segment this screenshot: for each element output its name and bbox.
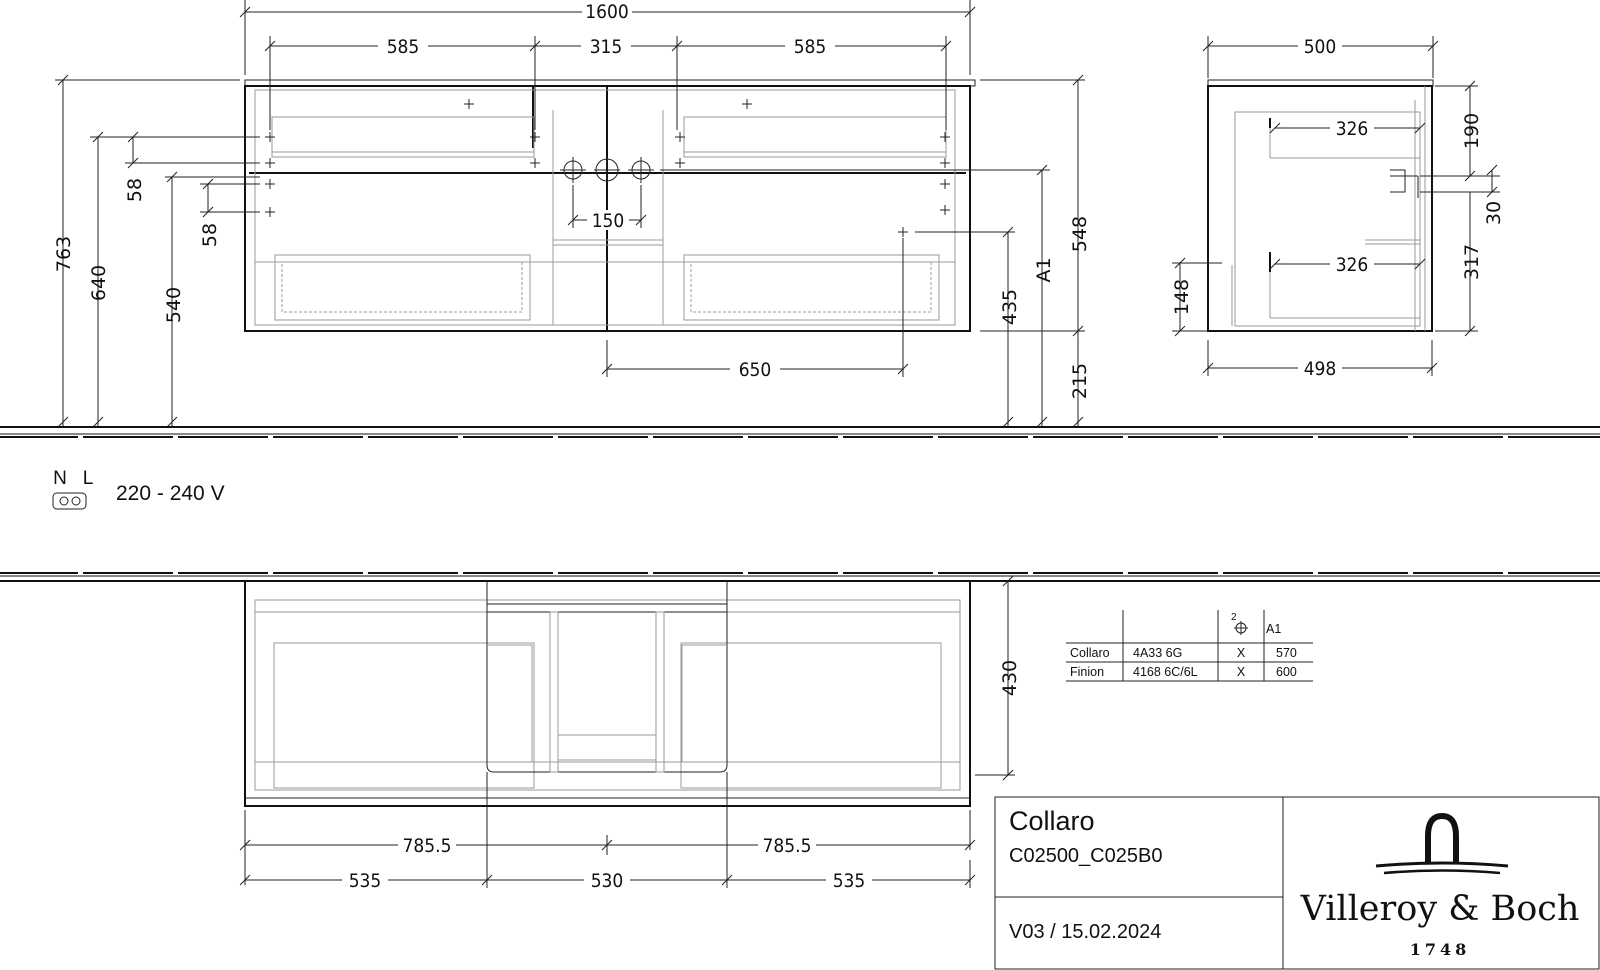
dim-left-drawer: 585 — [387, 36, 420, 58]
dim-total-width: 1600 — [585, 1, 629, 23]
live-label: L — [83, 468, 94, 489]
dim-drawer-depth-upper: 326 — [1336, 118, 1369, 140]
neutral-label: N — [53, 468, 67, 489]
side-dimension-labels: 500 498 326 326 190 30 317 148 — [1171, 36, 1505, 380]
plan-view — [244, 580, 971, 807]
dim-gap-lower: 58 — [199, 223, 221, 247]
dim-half-right: 785.5 — [763, 835, 812, 857]
table-row: Collaro 4A33 6G X 570 — [1070, 646, 1297, 660]
dim-center: 315 — [590, 36, 623, 58]
dim-height-435: 435 — [999, 289, 1021, 325]
dim-gap-upper: 58 — [124, 178, 146, 202]
dim-height-540: 540 — [163, 287, 185, 323]
plan-dimension-labels: 430 785.5 785.5 535 530 535 — [342, 660, 1021, 892]
svg-text:X: X — [1237, 646, 1246, 660]
electrical-spec: N L 220 - 240 V — [52, 468, 225, 510]
dim-floor-height: 215 — [1069, 363, 1091, 399]
brand-name: Villeroy & Boch — [1300, 889, 1580, 929]
svg-text:Collaro: Collaro — [1070, 646, 1110, 660]
dim-carcass-height: 548 — [1069, 216, 1091, 252]
dim-tap-spacing: 150 — [592, 210, 625, 232]
dim-total-height: 763 — [53, 236, 75, 272]
compat-table: 2 A1 Collaro 4A33 6G X 570 Finion 4168 6… — [1066, 610, 1313, 682]
product-name: Collaro — [1009, 806, 1095, 836]
voltage-label: 220 - 240 V — [116, 482, 225, 505]
tap-holes — [560, 157, 654, 183]
dim-seg-right: 535 — [833, 870, 866, 892]
side-view — [1207, 79, 1434, 332]
version-date: V03 / 15.02.2024 — [1009, 921, 1161, 943]
dim-half-left: 785.5 — [403, 835, 452, 857]
dim-side-148: 148 — [1171, 279, 1193, 315]
svg-text:X: X — [1237, 665, 1246, 679]
siphon-symbol-icon: 2 — [1231, 612, 1248, 635]
dim-seg-left: 535 — [349, 870, 382, 892]
dim-drain-offset: 650 — [739, 359, 772, 381]
dim-side-190: 190 — [1461, 113, 1483, 149]
svg-text:600: 600 — [1276, 665, 1297, 679]
floor-line-upper — [0, 426, 1600, 438]
dim-right-drawer: 585 — [794, 36, 827, 58]
brand-year: 1748 — [1410, 940, 1471, 959]
mounting-crosses — [265, 99, 950, 237]
front-dimension-lines — [55, 0, 1085, 428]
title-block: Collaro C02500_C025B0 V03 / 15.02.2024 V… — [994, 796, 1600, 970]
side-outline — [1207, 85, 1433, 332]
brand-logo-icon — [1375, 812, 1509, 875]
front-dimension-labels: 1600 585 315 585 150 650 763 640 58 540 … — [53, 0, 1091, 399]
carcass-inner — [254, 89, 956, 326]
dim-label-a1: A1 — [1033, 257, 1055, 282]
dim-seg-center: 530 — [591, 870, 624, 892]
front-view — [244, 79, 976, 332]
dim-side-depth-top: 500 — [1304, 36, 1337, 58]
table-row: Finion 4168 6C/6L X 600 — [1070, 665, 1297, 679]
svg-text:570: 570 — [1276, 646, 1297, 660]
svg-text:4168 6C/6L: 4168 6C/6L — [1133, 665, 1198, 679]
dim-plan-depth: 430 — [999, 660, 1021, 696]
plan-outline — [244, 580, 971, 807]
socket-icon — [52, 492, 87, 510]
svg-text:Finion: Finion — [1070, 665, 1104, 679]
floor-line-lower — [0, 572, 1600, 582]
dim-drawer-depth-lower: 326 — [1336, 254, 1369, 276]
table-header-a1: A1 — [1266, 622, 1281, 636]
dim-side-30: 30 — [1483, 201, 1505, 225]
dim-side-317: 317 — [1461, 244, 1483, 280]
svg-text:4A33 6G: 4A33 6G — [1133, 646, 1182, 660]
dim-height-640: 640 — [88, 265, 110, 301]
article-number: C02500_C025B0 — [1009, 845, 1162, 867]
dim-side-depth-bottom: 498 — [1304, 358, 1337, 380]
plan-dimension-lines — [239, 575, 1015, 888]
svg-text:2: 2 — [1231, 612, 1237, 623]
